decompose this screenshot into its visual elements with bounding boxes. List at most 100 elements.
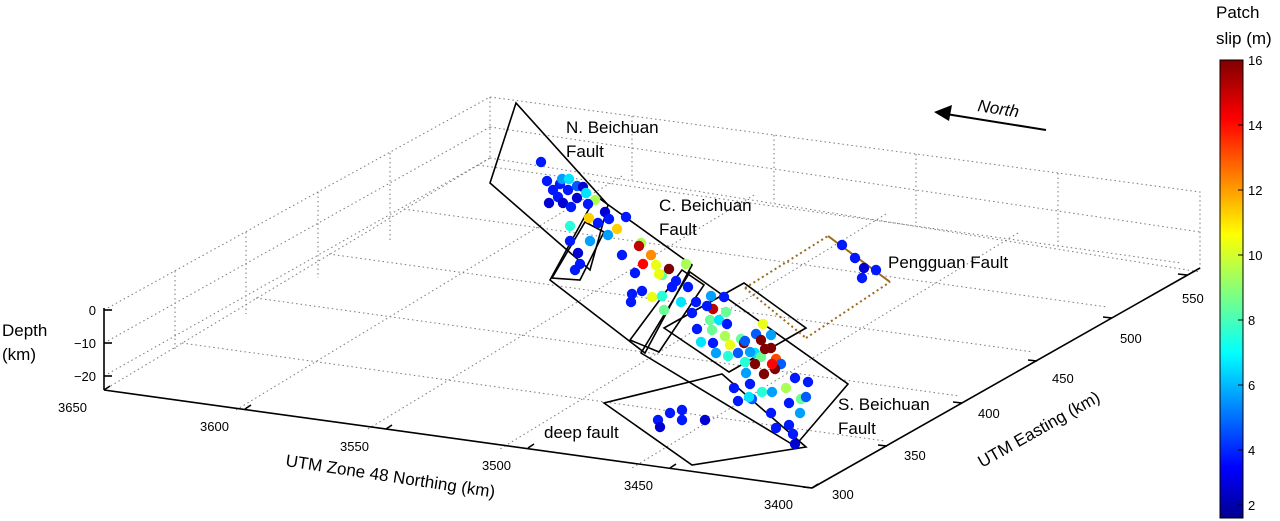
pengguan-outline-lower xyxy=(805,281,891,339)
slip-patch-27 xyxy=(620,211,632,223)
slip-patch-37 xyxy=(653,268,665,280)
slip-patch-54 xyxy=(705,290,717,302)
slip-patch-107 xyxy=(789,438,801,450)
slip-patch-24 xyxy=(574,258,586,270)
slip-patch-42 xyxy=(646,291,658,303)
colorbar-title-line1: Patch xyxy=(1216,3,1259,22)
slip-patch-57 xyxy=(704,314,716,326)
slip-patch-26 xyxy=(611,223,623,235)
colorbar-tick-10: 10 xyxy=(1248,248,1262,263)
slip-patch-8 xyxy=(557,197,569,209)
slip-patch-101 xyxy=(783,397,795,409)
slip-patch-61 xyxy=(706,324,718,336)
slip-patch-95 xyxy=(789,372,801,384)
colorbar-tick-14: 14 xyxy=(1248,118,1262,133)
slip-patch-102 xyxy=(765,407,777,419)
easting-tick-1: 350 xyxy=(904,448,926,463)
s-beichuan-sub-outline xyxy=(662,282,808,373)
slip-patch-9 xyxy=(562,184,574,196)
slip-patch-62 xyxy=(719,330,731,342)
colorbar-tick-6: 6 xyxy=(1248,378,1255,393)
c-beichuan-label-line1: C. Beichuan xyxy=(659,196,752,215)
slip-patch-53 xyxy=(701,300,713,312)
slip-patch-60 xyxy=(691,323,703,335)
n-beichuan-label-line2: Fault xyxy=(566,142,604,161)
slip-patch-89 xyxy=(766,358,778,370)
colorbar-tick-4: 4 xyxy=(1248,443,1255,458)
slip-patch-44 xyxy=(636,285,648,297)
slip-patch-34 xyxy=(650,259,662,271)
slip-patch-108 xyxy=(800,391,812,403)
slip-patch-0 xyxy=(535,156,547,168)
slip-patch-66 xyxy=(707,337,719,349)
fault-outlines xyxy=(489,101,891,466)
slip-patch-25 xyxy=(584,235,596,247)
slip-patch-105 xyxy=(783,419,795,431)
slip-patches xyxy=(535,156,882,450)
pengguan-label: Pengguan Fault xyxy=(888,253,1008,272)
c-beichuan-sub-outline xyxy=(628,268,706,353)
n-beichuan-label-line1: N. Beichuan xyxy=(566,118,659,137)
easting-tick-4: 500 xyxy=(1120,331,1142,346)
slip-patch-32 xyxy=(633,240,645,252)
slip-patch-19 xyxy=(592,217,604,229)
slip-patch-94 xyxy=(766,386,778,398)
depth-tick-1: −10 xyxy=(74,336,96,351)
slip-patch-43 xyxy=(656,290,668,302)
slip-patch-83 xyxy=(740,367,752,379)
slip-patch-14 xyxy=(583,212,595,224)
n-beichuan-sub-outline xyxy=(550,220,606,281)
north-label: North xyxy=(976,96,1020,121)
slip-patch-69 xyxy=(722,350,734,362)
slip-patch-96 xyxy=(802,376,814,388)
slip-patch-10 xyxy=(565,201,577,213)
slip-patch-41 xyxy=(629,267,641,279)
slip-patch-31 xyxy=(616,249,628,261)
depth-axis-label-line2: (km) xyxy=(2,345,36,364)
slip-patch-7 xyxy=(563,173,575,185)
slip-patch-74 xyxy=(765,329,777,341)
easting-axis-label: UTM Easting (km) xyxy=(975,387,1104,471)
slip-patch-55 xyxy=(720,306,732,318)
s-beichuan-fault-outline xyxy=(639,270,850,448)
s-beichuan-label-line2: Fault xyxy=(838,419,876,438)
slip-patch-118 xyxy=(654,421,666,433)
colorbar xyxy=(1219,59,1244,519)
colorbar-tick-12: 12 xyxy=(1248,183,1262,198)
northing-tick-5: 3400 xyxy=(764,497,793,512)
northing-axis-label: UTM Zone 48 Northing (km) xyxy=(284,451,496,501)
slip-patch-63 xyxy=(721,318,733,330)
slip-patch-106 xyxy=(787,428,799,440)
slip-patch-17 xyxy=(582,198,594,210)
slip-patch-103 xyxy=(794,407,806,419)
slip-patch-59 xyxy=(686,307,698,319)
slip-patch-119 xyxy=(699,414,711,426)
slip-patch-48 xyxy=(626,288,638,300)
slip-patch-47 xyxy=(658,304,670,316)
slip-patch-58 xyxy=(713,314,725,326)
slip-patch-2 xyxy=(543,197,555,209)
slip-patch-91 xyxy=(756,386,768,398)
slip-patch-15 xyxy=(580,187,592,199)
slip-patch-72 xyxy=(755,351,767,363)
north-arrow xyxy=(934,105,1047,131)
slip-patch-65 xyxy=(695,336,707,348)
pengguan-outline-bottom xyxy=(744,235,829,289)
grid-lines xyxy=(103,96,1201,469)
slip-patch-38 xyxy=(663,263,675,275)
slip-patch-113 xyxy=(856,272,868,284)
slip-patch-92 xyxy=(780,382,792,394)
n-beichuan-fault-outline xyxy=(489,101,609,272)
slip-patch-21 xyxy=(564,235,576,247)
depth-axis-label-line1: Depth xyxy=(2,321,47,340)
colorbar-title-line2: slip (m) xyxy=(1216,29,1272,48)
axes xyxy=(103,267,1201,489)
deep-fault-outline xyxy=(602,373,808,466)
slip-patch-56 xyxy=(718,291,730,303)
slip-patch-50 xyxy=(682,281,694,293)
northing-tick-4: 3450 xyxy=(624,478,653,493)
northing-tick-3: 3500 xyxy=(482,458,511,473)
deep-fault-label: deep fault xyxy=(544,423,619,442)
slip-patch-67 xyxy=(710,347,722,359)
